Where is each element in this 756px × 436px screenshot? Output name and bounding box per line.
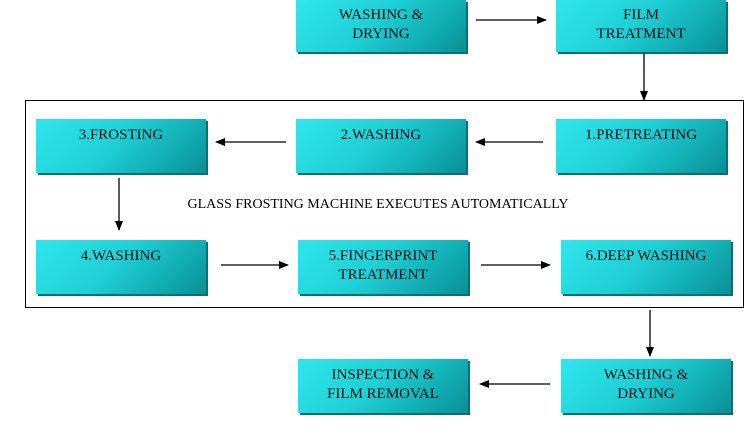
machine-caption: GLASS FROSTING MACHINE EXECUTES AUTOMATI… xyxy=(187,197,569,212)
step-deep-washing: 6.DEEP WASHING xyxy=(561,240,731,294)
step-washing-drying-top: WASHING & DRYING xyxy=(296,0,466,52)
step-frosting: 3.FROSTING xyxy=(36,119,206,173)
step-washing-2: 4.WASHING xyxy=(36,240,206,294)
step-inspection-film-removal: INSPECTION & FILM REMOVAL xyxy=(298,359,468,413)
step-washing: 2.WASHING xyxy=(296,119,466,173)
step-film-treatment: FILM TREATMENT xyxy=(556,0,726,52)
machine-frame xyxy=(25,100,744,308)
step-washing-drying-bottom: WASHING & DRYING xyxy=(561,359,731,413)
step-pretreating: 1.PRETREATING xyxy=(556,119,726,173)
step-fingerprint-treatment: 5.FINGERPRINT TREATMENT xyxy=(298,240,468,294)
